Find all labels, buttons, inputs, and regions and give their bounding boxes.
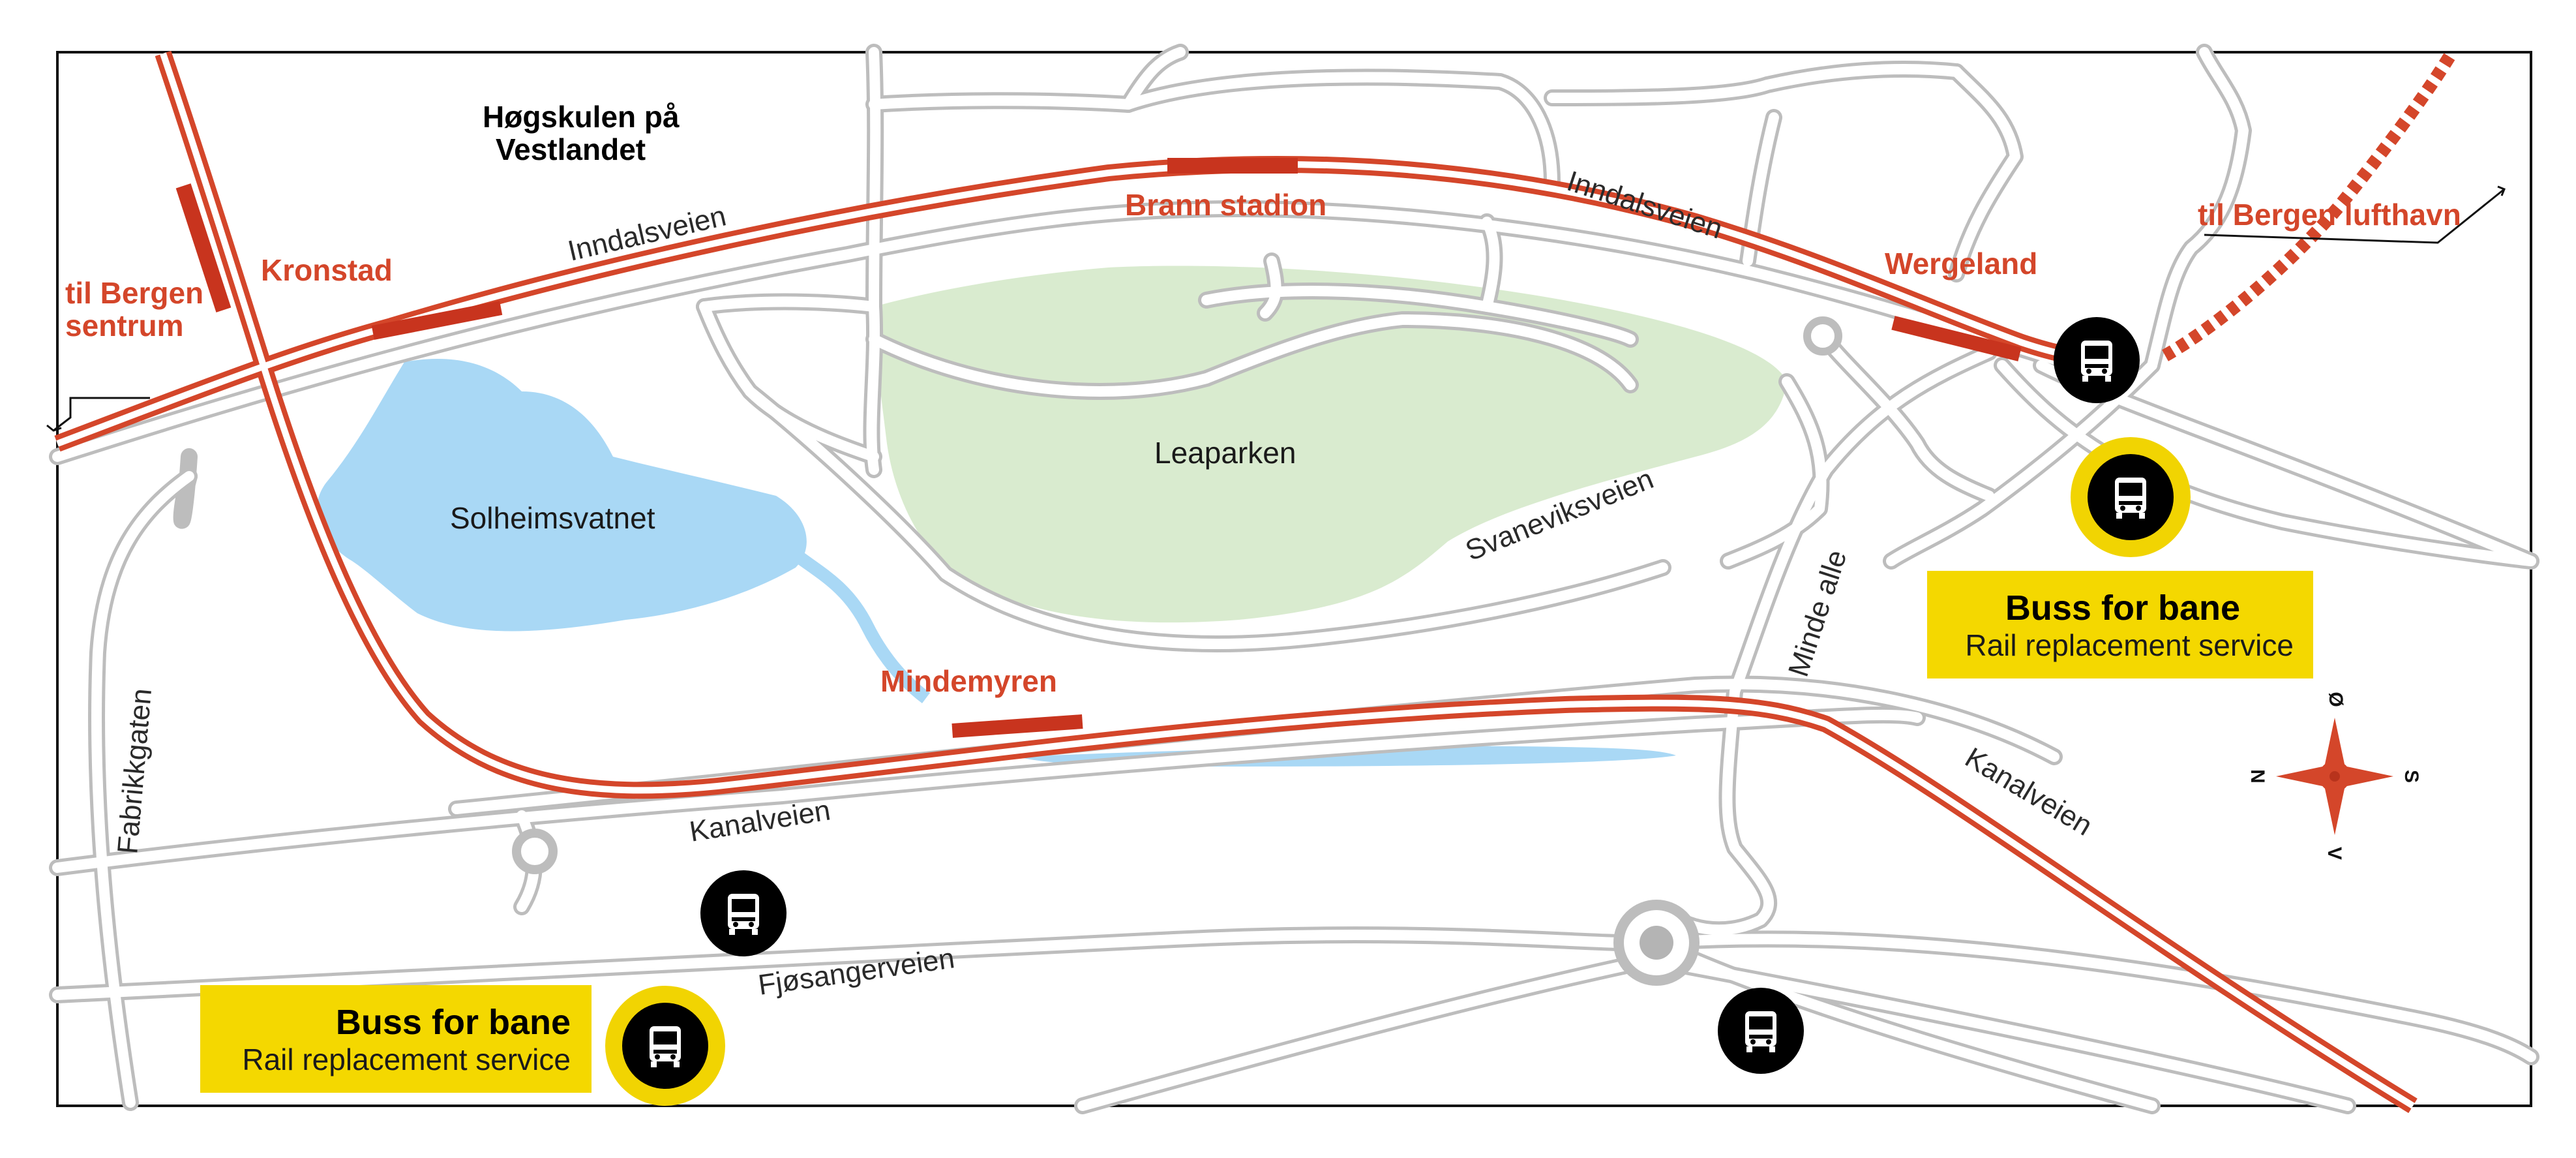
lake (316, 359, 807, 632)
bus-stop-icon (700, 870, 786, 956)
bus-box-right-subtitle: Rail replacement service (1965, 628, 2294, 662)
destination-city-line2: sentrum (65, 309, 183, 343)
compass-north: N (2247, 769, 2268, 784)
bus-for-rail-box-right: Buss for bane Rail replacement service (1927, 571, 2313, 678)
bus-icon (2071, 437, 2191, 557)
roundabout-west (512, 829, 558, 874)
bus-box-right-title: Buss for bane (2005, 588, 2240, 628)
compass-south: S (2401, 770, 2422, 783)
campus-label-line1: Høgskulen på (483, 100, 680, 134)
compass-east: Ø (2325, 692, 2346, 707)
station-mindemyren: Mindemyren (880, 664, 1057, 698)
bus-stop-icon (2054, 317, 2140, 403)
arrow-icon (46, 185, 2506, 432)
park (874, 266, 1787, 623)
roundabout-north (1803, 316, 1842, 356)
bus-icon (605, 986, 725, 1106)
campus-label-line2: Vestlandet (496, 132, 646, 166)
lake-label: Solheimsvatnet (450, 501, 655, 535)
stream (792, 549, 931, 703)
roundabout-east-center (1640, 926, 1673, 960)
bus-stop-icon (1718, 988, 1804, 1074)
park-label: Leaparken (1154, 436, 1296, 470)
bus-box-left-title: Buss for bane (336, 1003, 571, 1042)
destination-city-line1: til Bergen (65, 276, 203, 310)
destination-airport: til Bergen lufthavn (2198, 198, 2461, 232)
compass-icon: N Ø S V (2247, 692, 2422, 860)
bus-box-left-subtitle: Rail replacement service (242, 1043, 571, 1076)
station-brann-stadion: Brann stadion (1125, 188, 1326, 222)
station-platforms (175, 158, 2022, 738)
compass-west: V (2324, 847, 2345, 860)
station-kronstad: Kronstad (261, 253, 393, 287)
bus-for-rail-box-left: Buss for bane Rail replacement service (200, 985, 592, 1093)
station-wergeland: Wergeland (1885, 247, 2037, 281)
